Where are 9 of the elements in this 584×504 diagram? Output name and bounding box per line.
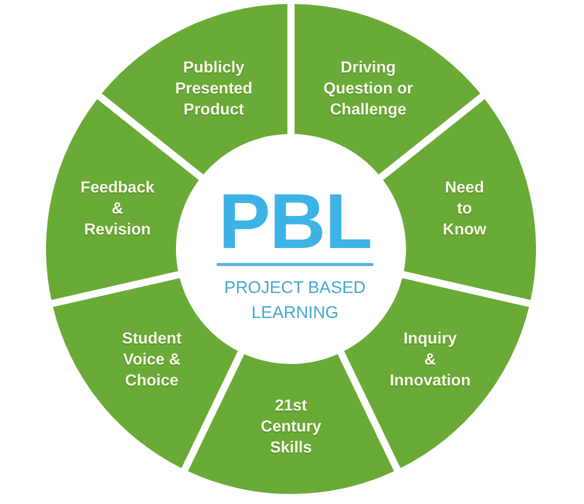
subtitle-text: PROJECT BASED LEARNING [223, 277, 367, 324]
segment-label: Driving Question or Challenge [322, 58, 414, 120]
segment-label: Need to Know [442, 178, 486, 241]
acronym-heading: PBL [218, 181, 372, 261]
segment-label: Student Voice & Choice [121, 329, 183, 392]
segment-label: 21st Century Skills [260, 396, 322, 458]
segment-label: Feedback & Revision [80, 178, 154, 241]
segment-label: Publicly Presented Product [175, 58, 252, 120]
segment-label: Inquiry & Innovation [390, 329, 471, 392]
